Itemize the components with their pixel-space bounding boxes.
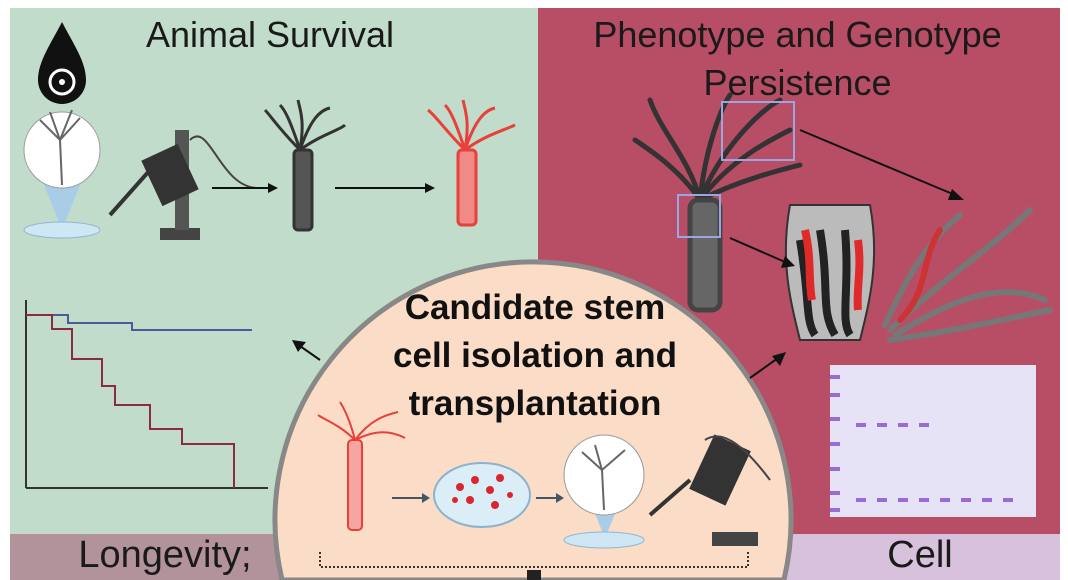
cell-label: Cell xyxy=(887,534,953,576)
tentacles-closeup-icon xyxy=(882,207,1053,343)
hydra-gray-icon xyxy=(263,99,347,232)
central-circle xyxy=(272,259,794,580)
dotted-bracket xyxy=(319,552,749,568)
gel-electrophoresis-icon xyxy=(830,365,1036,517)
biohazard-drop-icon xyxy=(38,22,86,104)
microinjector-icon xyxy=(108,130,261,240)
microinjector-small-icon xyxy=(648,434,771,546)
treated-survival-line xyxy=(26,314,235,488)
center-title-line2: cell isolation and xyxy=(393,336,677,375)
survival-curve-chart xyxy=(25,300,268,489)
control-survival-line xyxy=(26,314,252,331)
hydra-dish-small-icon xyxy=(563,434,645,549)
longevity-label: Longevity; xyxy=(78,534,252,576)
phenotype-title-line1: Phenotype and Genotype xyxy=(593,14,1002,55)
phenotype-title-line2: Persistence xyxy=(703,62,892,103)
animal-survival-title: Animal Survival xyxy=(145,14,395,55)
tissue-closeup-icon xyxy=(784,204,876,341)
center-title-line1: Candidate stem xyxy=(404,288,666,327)
hydra-dish-icon xyxy=(23,109,101,239)
center-title-line3: transplantation xyxy=(408,384,662,423)
hydra-sectioned-icon xyxy=(632,92,803,313)
hydra-red-small-icon xyxy=(317,401,406,531)
hydra-red-icon xyxy=(427,99,516,227)
petri-dish-cells-icon xyxy=(433,462,531,528)
